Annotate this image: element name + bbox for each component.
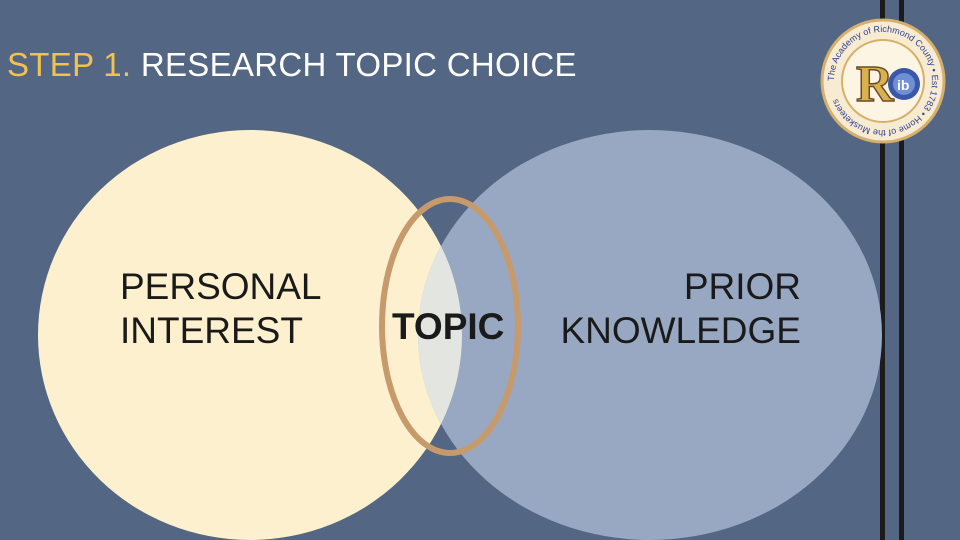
svg-text:ib: ib [897,77,909,93]
label-personal-line2: INTEREST [120,310,303,351]
label-topic: TOPIC [392,306,505,347]
title-step: STEP 1. [7,46,132,83]
label-prior-line2: KNOWLEDGE [560,310,801,351]
label-prior-line1: PRIOR [683,266,801,307]
school-seal-logo: The Academy of Richmond County • Est 178… [820,18,946,144]
venn-circle-prior-knowledge [418,130,882,540]
title-text: RESEARCH TOPIC CHOICE [131,46,577,83]
label-prior-knowledge: PRIOR KNOWLEDGE [545,265,801,353]
label-personal-line1: PERSONAL [120,266,322,307]
decorative-rail [880,0,885,540]
venn-circle-personal-interest [38,130,462,540]
slide-title: STEP 1. RESEARCH TOPIC CHOICE [7,46,577,84]
topic-highlight-ring [379,196,521,456]
decorative-rail [899,0,904,540]
label-personal-interest: PERSONAL INTEREST [120,265,322,353]
